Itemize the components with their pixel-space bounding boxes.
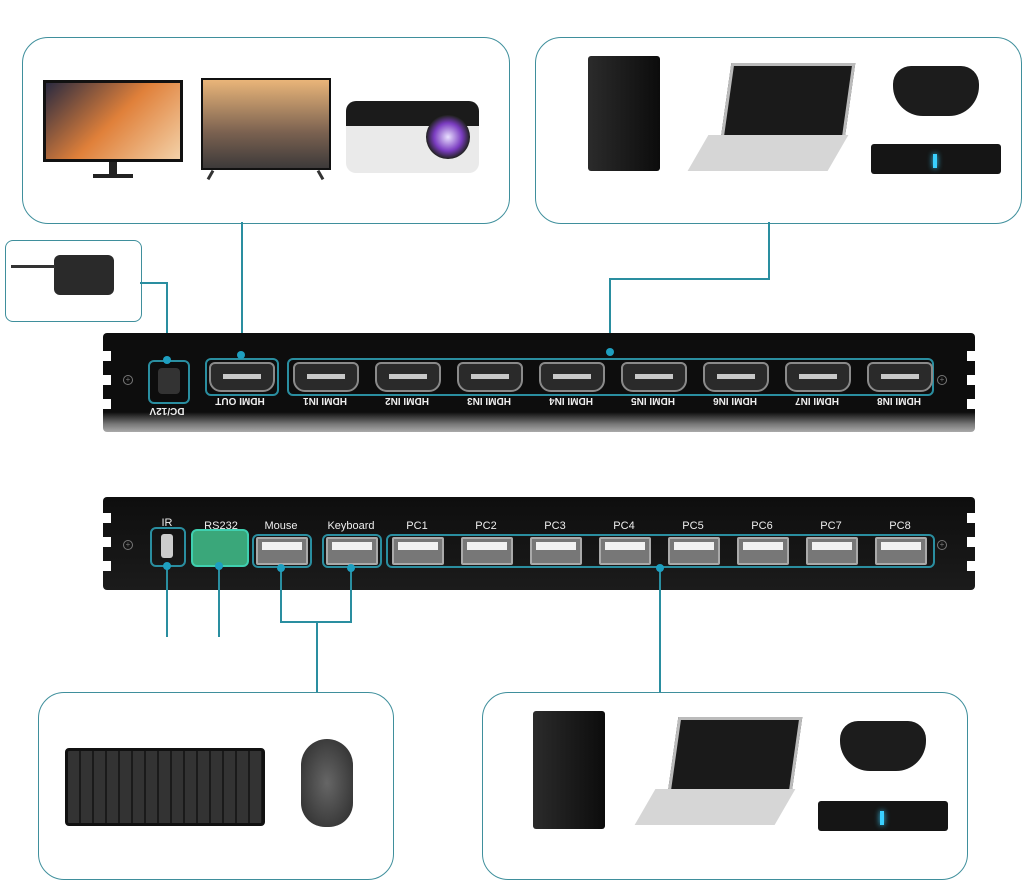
kvm-rear-panel-usb: + + IR RS232 Mouse Keyboard PC1 PC2 PC3 … — [103, 497, 975, 590]
source-devices-box-bottom — [482, 692, 968, 880]
hdmi-in-port[interactable] — [375, 362, 441, 392]
hdmi-in-label: HDMI IN8 — [877, 395, 921, 406]
power-connector-line — [140, 282, 168, 284]
pc-usb-port[interactable] — [806, 537, 858, 565]
ir-port[interactable] — [150, 527, 186, 567]
connector-dot — [215, 562, 223, 570]
keyboard-icon — [65, 748, 265, 826]
mouse-usb-port[interactable] — [252, 534, 312, 568]
laptop-icon — [634, 717, 803, 827]
peripheral-connector-line — [316, 621, 318, 692]
dc-power-port[interactable] — [148, 360, 190, 404]
connector-dot — [163, 562, 171, 570]
pc-label: PC6 — [751, 520, 773, 532]
pc-label: PC4 — [613, 520, 635, 532]
connector-dot — [163, 356, 171, 364]
connector-line — [280, 566, 282, 623]
pc-label: PC7 — [820, 520, 842, 532]
pc-label: PC2 — [475, 520, 497, 532]
power-label: DC/12V — [149, 405, 185, 416]
connector-dot — [606, 348, 614, 356]
power-adapter-box — [5, 240, 142, 322]
hdmi-in-label: HDMI IN5 — [631, 395, 675, 406]
hdmi-in-port[interactable] — [785, 362, 851, 392]
pc-usb-port[interactable] — [392, 537, 444, 565]
connector-dot — [656, 564, 664, 572]
hdmi-in-port[interactable] — [457, 362, 523, 392]
hdmi-in-port[interactable] — [293, 362, 359, 392]
pc-usb-port[interactable] — [530, 537, 582, 565]
hdmi-in-label: HDMI IN3 — [467, 395, 511, 406]
power-adapter-icon — [54, 255, 114, 295]
hdmi-input-group — [287, 358, 934, 396]
source-devices-box-top — [535, 37, 1022, 224]
screw-icon: + — [937, 375, 947, 385]
ir-label: IR — [161, 517, 173, 529]
game-console-icon — [818, 721, 948, 831]
kvm-rear-panel-hdmi: + + DC/12V HDMI OUT HDMI IN1 HDMI IN2 HD… — [103, 333, 975, 432]
monitor-icon — [43, 80, 183, 180]
keyboard-usb-port[interactable] — [322, 534, 382, 568]
ir-connector-line — [166, 564, 168, 637]
hdmi-in-port[interactable] — [867, 362, 933, 392]
pc-label: PC3 — [544, 520, 566, 532]
hdmi-out-label: HDMI OUT — [215, 395, 265, 406]
hdmi-out-connector-line — [241, 222, 243, 355]
mouse-icon — [301, 739, 353, 827]
laptop-icon — [687, 63, 856, 173]
pc-label: PC1 — [406, 520, 428, 532]
pc-usb-port[interactable] — [599, 537, 651, 565]
connector-line — [166, 282, 168, 360]
rs232-connector-line — [218, 564, 220, 637]
connector-line — [350, 566, 352, 623]
game-console-icon — [871, 66, 1001, 174]
hdmi-in-port[interactable] — [539, 362, 605, 392]
hdmi-out-port[interactable] — [205, 358, 279, 396]
connector-dot — [237, 351, 245, 359]
connector-dot — [277, 564, 285, 572]
pc-label: PC8 — [889, 520, 911, 532]
pc-connector-line — [659, 566, 661, 692]
hdmi-in-connector-line — [768, 222, 770, 280]
hdmi-in-label: HDMI IN2 — [385, 395, 429, 406]
pc-usb-port[interactable] — [461, 537, 513, 565]
connector-line — [609, 278, 770, 280]
projector-icon — [346, 101, 479, 173]
pc-label: PC5 — [682, 520, 704, 532]
pc-tower-icon — [533, 711, 605, 829]
hdmi-in-port[interactable] — [621, 362, 687, 392]
peripheral-devices-box — [38, 692, 394, 880]
screw-icon: + — [937, 540, 947, 550]
hdmi-in-label: HDMI IN6 — [713, 395, 757, 406]
mouse-label: Mouse — [264, 520, 298, 532]
screw-icon: + — [123, 375, 133, 385]
screw-icon: + — [123, 540, 133, 550]
hdmi-in-label: HDMI IN4 — [549, 395, 593, 406]
hdmi-in-label: HDMI IN7 — [795, 395, 839, 406]
pc-usb-port[interactable] — [875, 537, 927, 565]
rs232-port[interactable] — [191, 529, 249, 567]
display-devices-box — [22, 37, 510, 224]
keyboard-label: Keyboard — [327, 520, 375, 532]
connector-line — [609, 278, 611, 352]
pc-usb-port[interactable] — [668, 537, 720, 565]
connector-dot — [347, 564, 355, 572]
tv-icon — [201, 78, 331, 182]
hdmi-in-label: HDMI IN1 — [303, 395, 347, 406]
pc-tower-icon — [588, 56, 660, 171]
pc-usb-port[interactable] — [737, 537, 789, 565]
hdmi-in-port[interactable] — [703, 362, 769, 392]
